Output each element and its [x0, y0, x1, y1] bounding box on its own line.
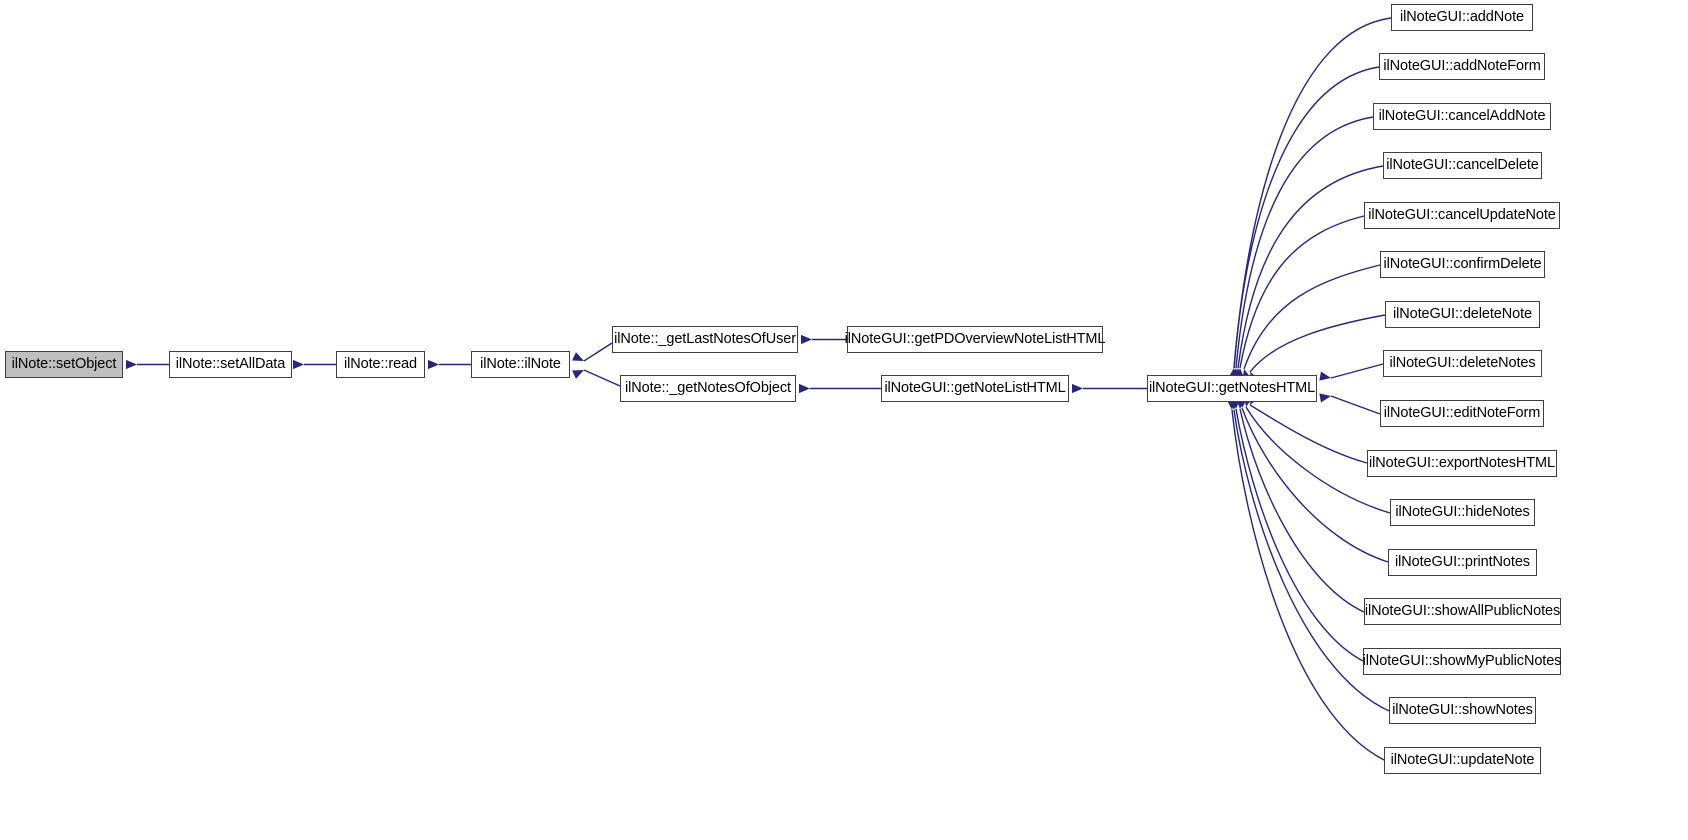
graph-edge	[1330, 363, 1384, 379]
graph-node-n7[interactable]: ilNoteGUI::getNoteListHTML	[881, 375, 1069, 402]
graph-node-n17[interactable]: ilNoteGUI::editNoteForm	[1380, 400, 1544, 427]
graph-node-label: ilNote::ilNote	[480, 356, 561, 373]
graph-edge	[583, 342, 613, 362]
graph-edge	[1330, 395, 1381, 415]
graph-edge	[1249, 314, 1386, 373]
graph-node-n11[interactable]: ilNoteGUI::cancelAddNote	[1373, 103, 1551, 130]
graph-edge	[1237, 165, 1384, 369]
graph-node-label: ilNote::_getNotesOfObject	[625, 380, 791, 397]
graph-edge-arrowhead	[1319, 393, 1331, 403]
graph-edge	[1239, 408, 1365, 613]
graph-node-n19[interactable]: ilNoteGUI::hideNotes	[1390, 499, 1535, 526]
graph-edge-arrowhead	[1072, 383, 1083, 394]
graph-node-label: ilNoteGUI::showNotes	[1392, 702, 1533, 719]
graph-node-label: ilNoteGUI::showAllPublicNotes	[1364, 603, 1561, 620]
graph-node-label: ilNoteGUI::cancelDelete	[1386, 157, 1539, 174]
graph-node-n10[interactable]: ilNoteGUI::addNoteForm	[1379, 53, 1545, 80]
graph-node-label: ilNoteGUI::hideNotes	[1395, 504, 1530, 521]
graph-edge	[1231, 409, 1385, 761]
graph-node-label: ilNote::_getLastNotesOfUser	[614, 331, 796, 348]
graph-node-label: ilNote::setAllData	[175, 356, 286, 373]
graph-node-label: ilNote::read	[344, 356, 417, 373]
graph-node-label: ilNoteGUI::cancelUpdateNote	[1368, 207, 1556, 224]
graph-node-n8[interactable]: ilNoteGUI::getNotesHTML	[1147, 375, 1317, 402]
graph-node-n15[interactable]: ilNoteGUI::deleteNote	[1385, 301, 1540, 328]
graph-edge	[1239, 215, 1365, 369]
graph-node-n14[interactable]: ilNoteGUI::confirmDelete	[1380, 251, 1545, 278]
graph-edge-arrowhead	[572, 352, 584, 361]
graph-node-n9[interactable]: ilNoteGUI::addNote	[1391, 4, 1533, 31]
graph-node-label: ilNoteGUI::addNoteForm	[1383, 58, 1541, 75]
graph-node-n6[interactable]: ilNoteGUI::getPDOverviewNoteListHTML	[845, 326, 1105, 353]
graph-node-label: ilNoteGUI::getPDOverviewNoteListHTML	[844, 331, 1106, 348]
graph-node-n20[interactable]: ilNoteGUI::printNotes	[1388, 549, 1537, 576]
graph-edge-arrowhead	[428, 359, 439, 370]
graph-node-label: ilNoteGUI::exportNotesHTML	[1369, 455, 1555, 472]
graph-node-label: ilNoteGUI::editNoteForm	[1383, 405, 1541, 422]
graph-edge-arrowhead	[293, 359, 304, 370]
graph-edge	[1235, 408, 1364, 662]
graph-edge	[1249, 404, 1368, 464]
graph-edge-arrowhead	[1319, 371, 1331, 381]
graph-node-n21[interactable]: ilNoteGUI::showAllPublicNotes	[1364, 598, 1561, 625]
graph-node-label: ilNoteGUI::deleteNotes	[1389, 355, 1536, 372]
graph-edge	[1241, 407, 1389, 563]
graph-node-label: ilNoteGUI::deleteNote	[1393, 306, 1532, 323]
graph-edge-arrowhead	[126, 359, 137, 370]
graph-edge	[1233, 66, 1380, 369]
graph-edge-arrowhead	[801, 334, 812, 345]
graph-node-n13[interactable]: ilNoteGUI::cancelUpdateNote	[1364, 202, 1560, 229]
graph-node-n22[interactable]: ilNoteGUI::showMyPublicNotes	[1363, 648, 1561, 675]
graph-node-label: ilNoteGUI::getNoteListHTML	[884, 380, 1066, 397]
graph-node-label: ilNoteGUI::printNotes	[1395, 554, 1530, 571]
graph-node-label: ilNoteGUI::updateNote	[1390, 752, 1535, 769]
graph-node-n24[interactable]: ilNoteGUI::updateNote	[1384, 747, 1541, 774]
graph-node-label: ilNoteGUI::getNotesHTML	[1148, 380, 1316, 397]
graph-node-n2[interactable]: ilNote::read	[336, 351, 425, 378]
graph-node-n12[interactable]: ilNoteGUI::cancelDelete	[1383, 152, 1542, 179]
graph-edge-arrowhead	[799, 383, 810, 394]
graph-node-n16[interactable]: ilNoteGUI::deleteNotes	[1383, 350, 1542, 377]
graph-edge	[1243, 264, 1381, 370]
graph-node-label: ilNoteGUI::confirmDelete	[1383, 256, 1542, 273]
graph-edge	[1233, 17, 1392, 369]
graph-node-n0[interactable]: ilNote::setObject	[5, 351, 123, 378]
graph-edge	[583, 369, 621, 387]
graph-node-n18[interactable]: ilNoteGUI::exportNotesHTML	[1367, 450, 1557, 477]
graph-edge	[1235, 116, 1374, 369]
graph-node-n1[interactable]: ilNote::setAllData	[169, 351, 292, 378]
graph-node-label: ilNote::setObject	[11, 356, 117, 373]
graph-node-label: ilNoteGUI::cancelAddNote	[1378, 108, 1546, 125]
graph-node-n5[interactable]: ilNote::_getNotesOfObject	[620, 375, 796, 402]
graph-node-label: ilNoteGUI::showMyPublicNotes	[1362, 653, 1562, 670]
graph-node-n23[interactable]: ilNoteGUI::showNotes	[1389, 697, 1536, 724]
graph-node-n3[interactable]: ilNote::ilNote	[471, 351, 570, 378]
graph-node-label: ilNoteGUI::addNote	[1400, 9, 1524, 26]
graph-node-n4[interactable]: ilNote::_getLastNotesOfUser	[612, 326, 798, 353]
graph-edge-arrowhead	[572, 370, 584, 379]
